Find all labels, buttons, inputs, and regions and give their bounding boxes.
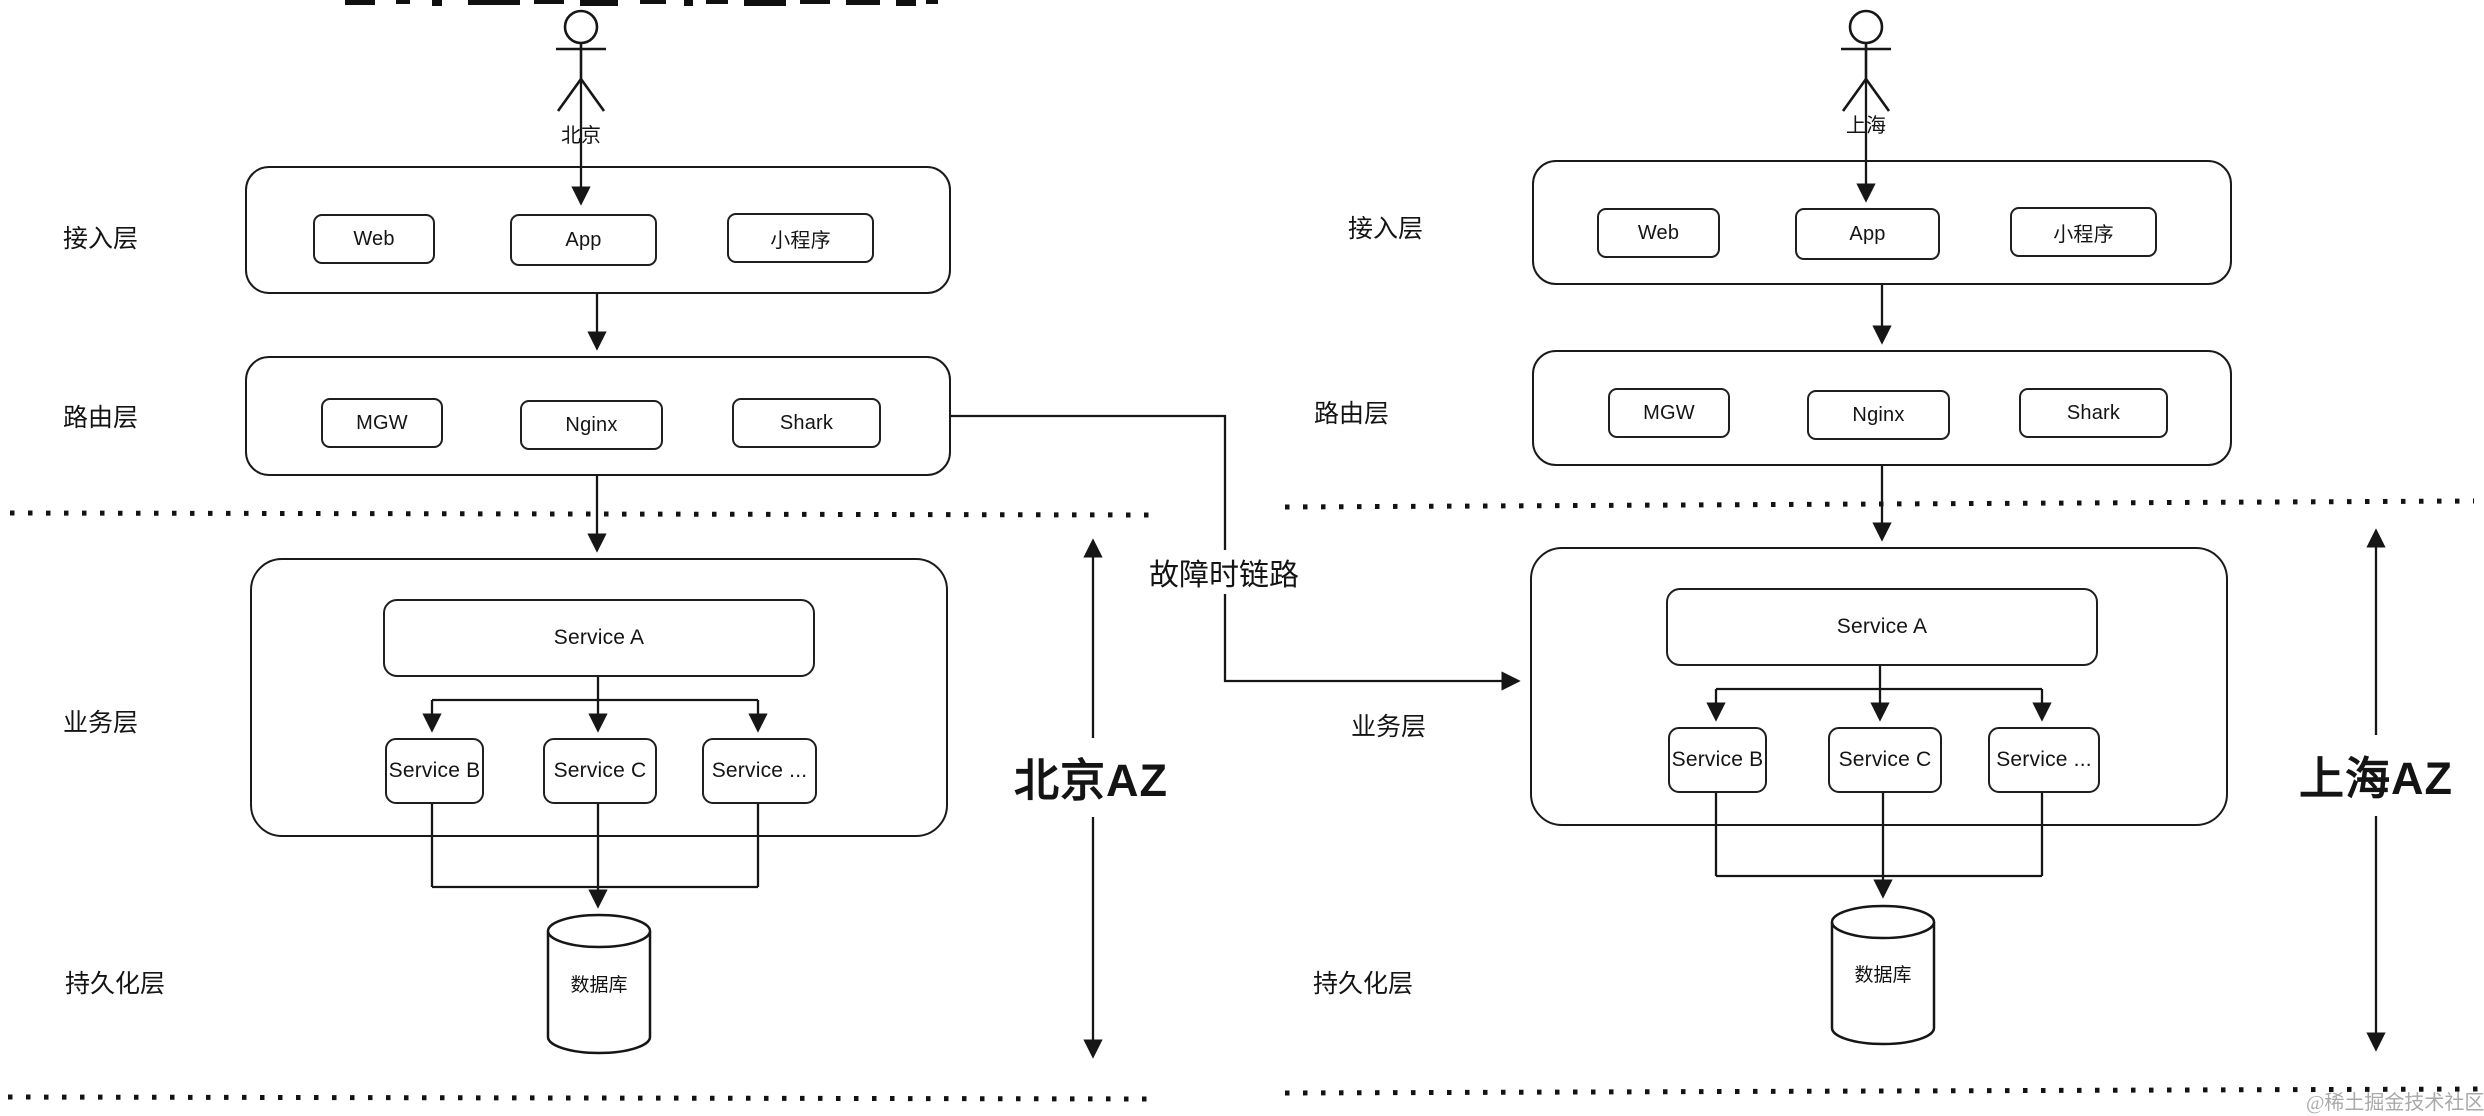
node-shark-beijing: Shark bbox=[732, 398, 881, 448]
watermark: @稀土掘金技术社区 bbox=[2306, 1092, 2484, 1114]
failure-link-path bbox=[951, 414, 1521, 691]
person-head bbox=[563, 9, 599, 45]
user-label-beijing: 北京 bbox=[561, 124, 601, 147]
node-service-b-shanghai: Service B bbox=[1668, 727, 1767, 793]
layer-label-business-shanghai: 业务层 bbox=[1350, 713, 1426, 741]
node-miniprogram-shanghai: 小程序 bbox=[2010, 207, 2157, 257]
database-label-shanghai: 数据库 bbox=[1854, 964, 1912, 986]
node-web-shanghai: Web bbox=[1597, 208, 1720, 258]
layer-label-persistence-shanghai: 持久化层 bbox=[1312, 970, 1413, 998]
person-head bbox=[1848, 9, 1884, 45]
node-nginx-shanghai: Nginx bbox=[1807, 390, 1950, 440]
user-figure-beijing bbox=[556, 9, 606, 112]
database-label-beijing: 数据库 bbox=[570, 974, 628, 996]
routing-layer-container-shanghai bbox=[1532, 350, 2232, 466]
bottom-dotted-line-right bbox=[1284, 1086, 2481, 1096]
node-service-b-beijing: Service B bbox=[385, 738, 484, 804]
bottom-dotted-line-left bbox=[7, 1094, 1159, 1102]
node-service-a-beijing: Service A bbox=[383, 599, 815, 677]
layer-label-routing-beijing: 路由层 bbox=[62, 404, 138, 432]
node-app-beijing: App bbox=[510, 214, 657, 266]
node-nginx-beijing: Nginx bbox=[520, 400, 663, 450]
node-web-beijing: Web bbox=[313, 214, 435, 264]
node-mgw-shanghai: MGW bbox=[1608, 388, 1730, 438]
node-service-a-shanghai: Service A bbox=[1666, 588, 2098, 666]
node-service-c-beijing: Service C bbox=[543, 738, 657, 804]
node-service-c-shanghai: Service C bbox=[1828, 727, 1942, 793]
business-layer-container-beijing bbox=[250, 558, 948, 837]
node-app-shanghai: App bbox=[1795, 208, 1940, 260]
layer-label-persistence-beijing: 持久化层 bbox=[64, 970, 165, 998]
node-service-more-shanghai: Service ... bbox=[1988, 727, 2100, 793]
routing-layer-container-beijing bbox=[245, 356, 951, 476]
az-boundary-dotted-lines bbox=[7, 498, 2481, 1102]
node-mgw-beijing: MGW bbox=[321, 398, 443, 448]
az-label-shanghai: 上海AZ bbox=[2286, 747, 2466, 804]
cropped-text-artifact bbox=[345, 0, 938, 6]
layer-label-routing-shanghai: 路由层 bbox=[1313, 400, 1389, 428]
layer-label-access-beijing: 接入层 bbox=[62, 225, 138, 253]
failure-link-label: 故障时链路 bbox=[1134, 550, 1314, 594]
access-layer-container-shanghai bbox=[1532, 160, 2232, 285]
user-label-shanghai: 上海 bbox=[1846, 114, 1886, 137]
node-miniprogram-beijing: 小程序 bbox=[727, 213, 874, 263]
layer-label-access-shanghai: 接入层 bbox=[1347, 215, 1423, 243]
database-cylinder-shanghai bbox=[1830, 904, 1936, 1046]
node-shark-shanghai: Shark bbox=[2019, 388, 2168, 438]
top-dotted-line-right bbox=[1284, 498, 2475, 510]
database-cylinder-beijing bbox=[546, 913, 652, 1055]
access-layer-container-beijing bbox=[245, 166, 951, 294]
top-dotted-line-left bbox=[9, 510, 1159, 518]
user-figure-shanghai bbox=[1841, 9, 1891, 112]
az-label-beijing: 北京AZ bbox=[1002, 749, 1180, 806]
business-layer-container-shanghai bbox=[1530, 547, 2228, 826]
node-service-more-beijing: Service ... bbox=[702, 738, 817, 804]
layer-label-business-beijing: 业务层 bbox=[62, 709, 138, 737]
